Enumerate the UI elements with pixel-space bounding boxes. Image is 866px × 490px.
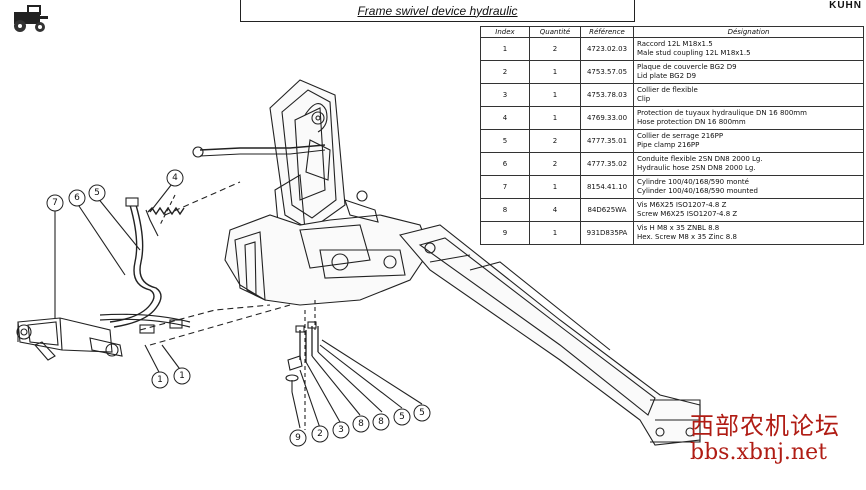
cell-quantity: 2 <box>529 37 581 61</box>
cell-reference: 8154.41.10 <box>580 175 634 199</box>
designation-fr: Protection de tuyaux hydraulique DN 16 8… <box>637 109 807 117</box>
callout-5: 5 <box>393 408 411 426</box>
cell-reference: 931D835PA <box>580 221 634 245</box>
callout-label: 3 <box>338 425 344 435</box>
designation-en: Male stud coupling 12L M18x1.5 <box>637 49 751 57</box>
callout-1: 1 <box>151 371 169 389</box>
cell-index: 6 <box>480 152 530 176</box>
watermark-chinese: 西部农机论坛 <box>690 412 840 440</box>
watermark: 西部农机论坛 bbs.xbnj.net <box>690 412 866 466</box>
callout-2: 2 <box>311 425 329 443</box>
callout-8: 8 <box>372 413 390 431</box>
designation-en: Hex. Screw M8 x 35 Zinc 8.8 <box>637 233 737 241</box>
callout-1: 1 <box>173 367 191 385</box>
callout-3: 3 <box>332 421 350 439</box>
cell-quantity: 1 <box>529 221 581 245</box>
callout-label: 6 <box>74 193 80 203</box>
designation-en: Hose protection DN 16 800mm <box>637 118 746 126</box>
designation-en: Cylinder 100/40/168/590 mounted <box>637 187 758 195</box>
designation-en: Pipe clamp 216PP <box>637 141 700 149</box>
designation-en: Hydraulic hose 2SN DN8 2000 Lg. <box>637 164 756 172</box>
callout-label: 7 <box>52 198 58 208</box>
brand-logo: KUHN <box>829 0 862 11</box>
cell-quantity: 1 <box>529 83 581 107</box>
callout-label: 8 <box>358 419 364 429</box>
callout-label: 5 <box>399 412 405 422</box>
designation-fr: Vis M6X25 ISO1207-4.8 Z <box>637 201 727 209</box>
cell-index: 1 <box>480 37 530 61</box>
designation-fr: Raccord 12L M18x1.5 <box>637 40 713 48</box>
callout-6: 6 <box>68 189 86 207</box>
callout-7: 7 <box>46 194 64 212</box>
callout-label: 1 <box>157 375 163 385</box>
designation-en: Lid plate BG2 D9 <box>637 72 697 80</box>
watermark-url: bbs.xbnj.net <box>690 440 827 465</box>
designation-fr: Plaque de couvercle BG2 D9 <box>637 63 737 71</box>
tractor-logo-icon <box>14 5 48 32</box>
designation-fr: Collier de flexible <box>637 86 698 94</box>
designation-en: Clip <box>637 95 651 103</box>
cell-index: 9 <box>480 221 530 245</box>
cell-quantity: 2 <box>529 129 581 153</box>
designation-fr: Collier de serrage 216PP <box>637 132 724 140</box>
designation-en: Screw M6X25 ISO1207-4.8 Z <box>637 210 738 218</box>
designation-fr: Vis H M8 x 35 ZNBL 8.8 <box>637 224 720 232</box>
callout-label: 4 <box>172 173 178 183</box>
designation-fr: Cylindre 100/40/168/590 monté <box>637 178 749 186</box>
callout-5: 5 <box>413 404 431 422</box>
callout-9: 9 <box>289 429 307 447</box>
designation-fr: Conduite flexible 2SN DN8 2000 Lg. <box>637 155 763 163</box>
callout-label: 2 <box>317 429 323 439</box>
callout-8: 8 <box>352 415 370 433</box>
callout-label: 5 <box>94 188 100 198</box>
callout-label: 1 <box>179 371 185 381</box>
callout-label: 8 <box>378 417 384 427</box>
callout-label: 9 <box>295 433 301 443</box>
callout-5: 5 <box>88 184 106 202</box>
callout-4: 4 <box>166 169 184 187</box>
cell-designation: Conduite flexible 2SN DN8 2000 Lg.Hydrau… <box>633 152 864 176</box>
page-title: Frame swivel device hydraulic <box>240 0 635 22</box>
callout-label: 5 <box>419 408 425 418</box>
